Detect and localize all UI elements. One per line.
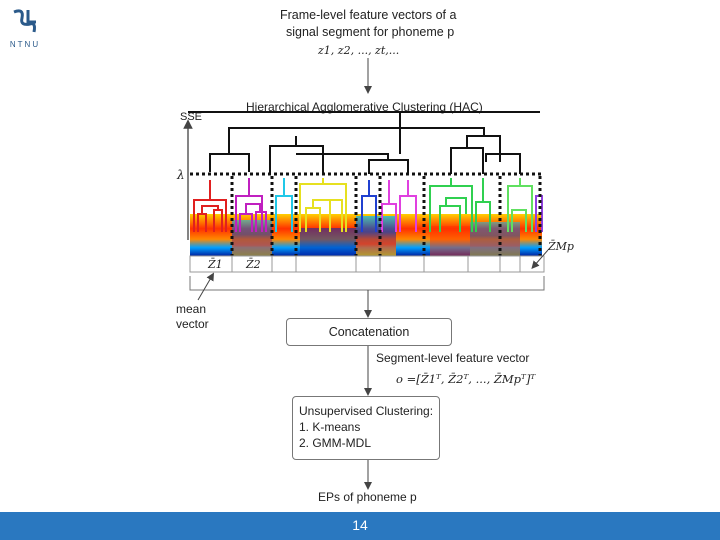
mean-bracket	[189, 276, 545, 291]
z1-label: Z̄1	[208, 258, 223, 271]
zm-label: Z̄Mp	[548, 240, 574, 253]
concatenation-label: Concatenation	[328, 325, 410, 339]
concatenation-box: Concatenation	[286, 318, 452, 346]
cluster-pink	[381, 180, 417, 232]
cluster-green	[429, 178, 491, 232]
footer-bar	[0, 512, 720, 540]
ntnu-logo: NTNU	[6, 6, 42, 54]
spectrogram	[190, 214, 542, 256]
cluster-blue	[361, 180, 377, 232]
cluster-cyan	[275, 178, 293, 232]
page-number: 14	[352, 517, 368, 533]
frame-sequence: z1, z2, ..., zt,...	[318, 44, 400, 57]
logo-text: NTNU	[9, 40, 41, 49]
speech-lab-logo-icon	[8, 6, 40, 38]
frame-grid	[189, 255, 545, 273]
clustering-item-gmm: 2. GMM-MDL	[299, 436, 371, 450]
segment-formula: o =[Z̄1ᵀ, Z̄2ᵀ, ..., Z̄Mpᵀ]ᵀ	[396, 372, 536, 386]
cluster-yellow	[299, 178, 347, 232]
vector-label: vector	[176, 317, 209, 331]
hac-title: Hierarchical Agglomerative Clustering (H…	[246, 100, 483, 114]
segment-boundaries	[230, 176, 542, 256]
z2-label: Z̄2	[246, 258, 261, 271]
clustering-item-kmeans: 1. K-means	[299, 420, 361, 434]
clustering-title: Unsupervised Clustering:	[299, 404, 434, 418]
header-line-1: Frame-level feature vectors of a	[280, 8, 457, 22]
cluster-lime	[507, 178, 533, 232]
clustering-box: Unsupervised Clustering: 1. K-means 2. G…	[292, 396, 440, 460]
hac-diagram	[183, 58, 549, 490]
mean-label: mean	[176, 302, 207, 316]
segment-label: Segment-level feature vector	[376, 351, 530, 365]
cluster-red	[193, 180, 227, 232]
header-line-2: signal segment for phoneme p	[286, 25, 455, 39]
cluster-magenta	[235, 178, 267, 232]
mean-vector-arrow	[197, 272, 215, 301]
output-label: EPs of phoneme p	[318, 490, 417, 504]
hac-dendrogram	[188, 111, 540, 174]
lambda-label: λ	[177, 168, 185, 182]
zm-arrow	[531, 249, 549, 270]
